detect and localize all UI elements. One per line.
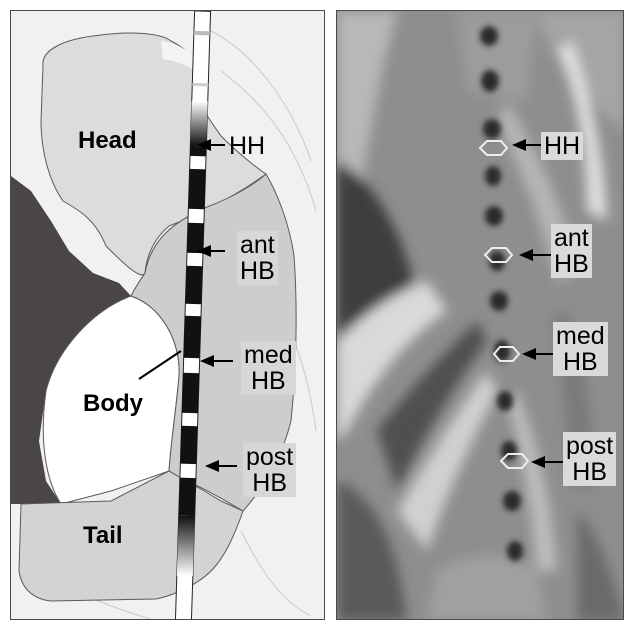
tail-label: Tail <box>83 523 123 549</box>
head-label: Head <box>78 128 137 154</box>
hh-label-right: HH <box>541 132 583 160</box>
scan-image <box>337 11 624 620</box>
body-label: Body <box>83 391 143 417</box>
segmentation-drawing <box>11 11 325 620</box>
hh-label: HH <box>226 132 268 160</box>
